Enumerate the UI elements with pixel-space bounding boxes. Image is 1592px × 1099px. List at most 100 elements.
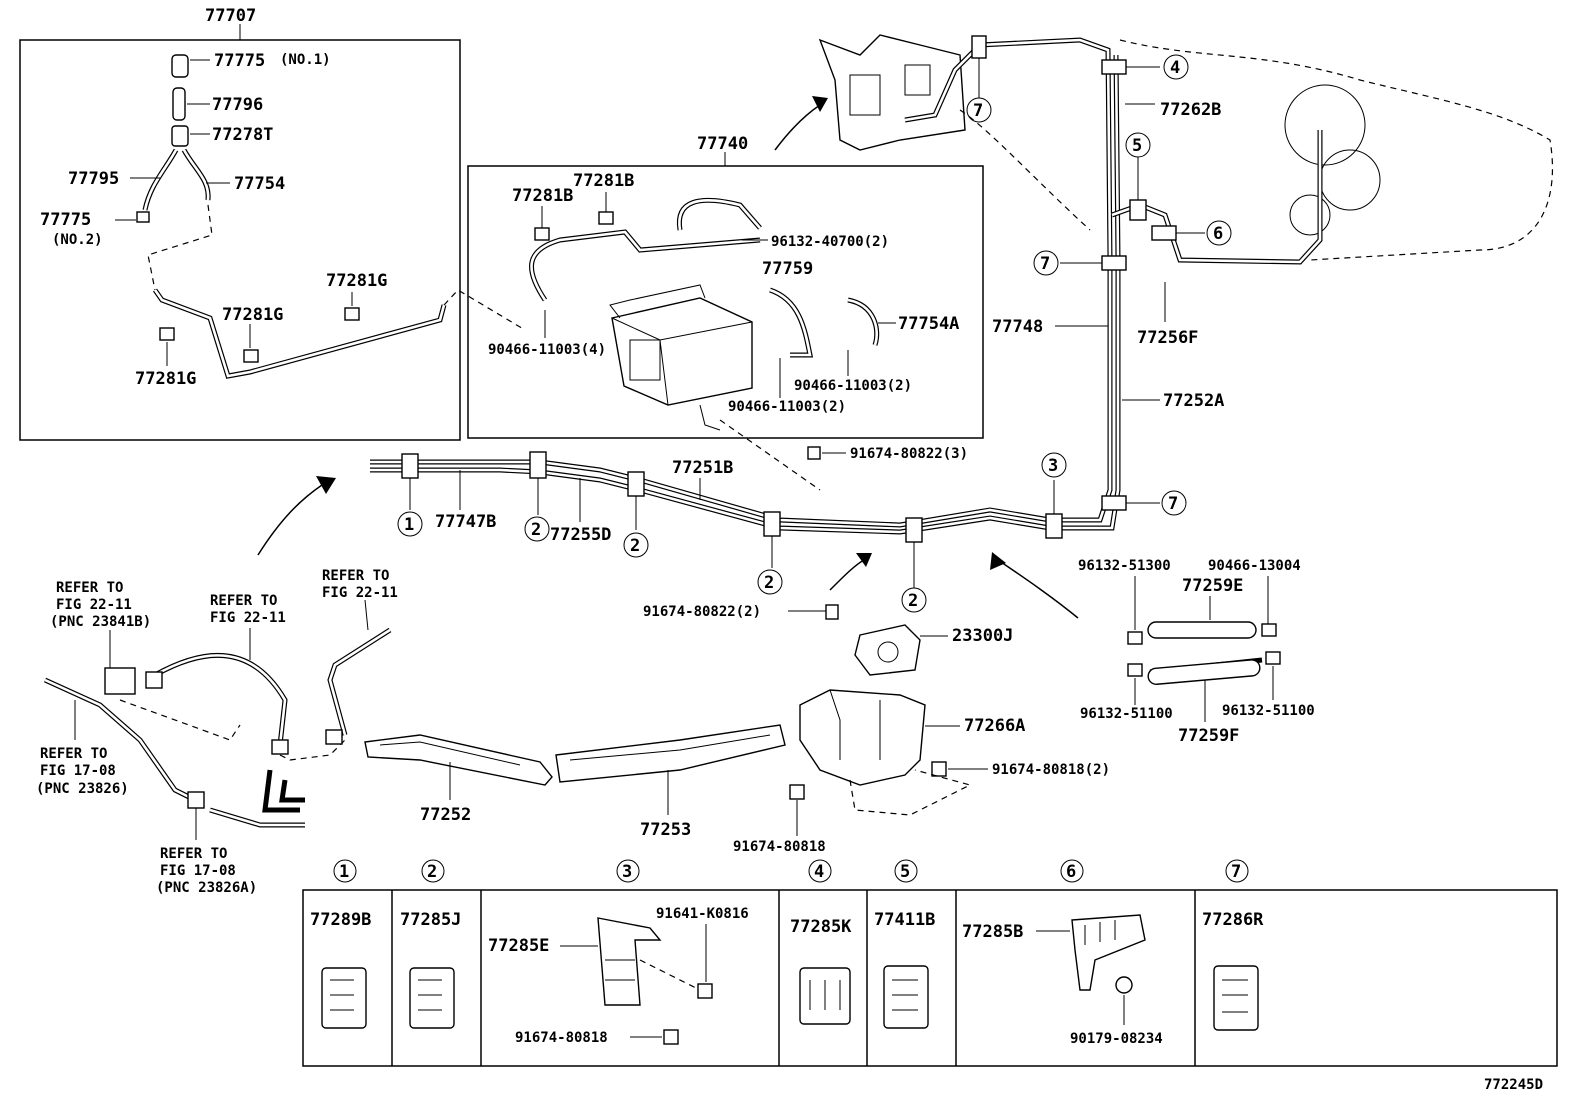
clip-77281B-a[interactable]: [534, 227, 550, 241]
clamp-5[interactable]: [1129, 199, 1147, 221]
ref1-line2[interactable]: FIG 22-11: [56, 597, 132, 613]
label-90466-11003-2a[interactable]: 90466-11003(2): [794, 378, 912, 394]
label-96132-40700[interactable]: 96132-40700(2): [771, 234, 889, 250]
bolt-91674-80818[interactable]: [789, 784, 805, 800]
label-77754A[interactable]: 77754A: [898, 314, 959, 334]
label-77259F[interactable]: 77259F: [1178, 726, 1239, 746]
clip-90466-13004[interactable]: [1261, 623, 1277, 637]
clamp-2d[interactable]: [905, 517, 923, 543]
tee-77278T[interactable]: [171, 125, 189, 147]
hose-77259F[interactable]: [1147, 659, 1261, 685]
label-77754[interactable]: 77754: [234, 174, 285, 194]
ref3-line1[interactable]: REFER TO: [322, 568, 389, 584]
label-77262B[interactable]: 77262B: [1160, 100, 1221, 120]
clamp-3[interactable]: [1045, 513, 1063, 539]
callout-7b[interactable]: 7: [1033, 250, 1059, 276]
label-23300J[interactable]: 23300J: [952, 626, 1013, 646]
callout-5[interactable]: 5: [1125, 132, 1151, 158]
clamp-2a[interactable]: [529, 451, 547, 479]
ref4-line3[interactable]: (PNC 23826): [36, 781, 129, 797]
label-91674-80818-2[interactable]: 91674-80818(2): [992, 762, 1110, 778]
clamp-7b[interactable]: [1101, 255, 1127, 271]
connector-77775-no1[interactable]: [171, 54, 189, 78]
label-77253[interactable]: 77253: [640, 820, 691, 840]
clamp-2b[interactable]: [627, 471, 645, 497]
legend-col-2[interactable]: 2 77285J: [400, 859, 461, 1029]
connector-23826A[interactable]: [187, 791, 205, 809]
ref3-line2[interactable]: FIG 22-11: [322, 585, 398, 601]
bolt-91674-80822-3[interactable]: [807, 446, 821, 460]
label-77796[interactable]: 77796: [212, 95, 263, 115]
label-77281B-b[interactable]: 77281B: [573, 171, 634, 191]
label-77775-no1[interactable]: 77775: [214, 51, 265, 71]
ref1-line3[interactable]: (PNC 23841B): [50, 614, 151, 630]
ref5-line3[interactable]: (PNC 23826A): [156, 880, 257, 896]
line-fig-22-11-b[interactable]: [327, 627, 392, 736]
connector-c[interactable]: [325, 729, 343, 745]
label-77775-no2[interactable]: 77775: [40, 210, 91, 230]
callout-1[interactable]: 1: [397, 511, 423, 537]
label-77707[interactable]: 77707: [205, 6, 256, 26]
bolt-91674-80822-2[interactable]: [825, 604, 839, 620]
label-91674-80818[interactable]: 91674-80818: [733, 839, 826, 855]
clip-96132-51100b[interactable]: [1265, 651, 1281, 665]
label-77252A[interactable]: 77252A: [1163, 391, 1224, 411]
bracket-77266A[interactable]: [799, 689, 926, 786]
legend-col-7[interactable]: 7 77286R: [1202, 859, 1264, 1031]
guard-77253[interactable]: [555, 724, 786, 783]
clip-77775-no2[interactable]: [136, 211, 150, 223]
label-77281B-a[interactable]: 77281B: [512, 186, 573, 206]
ref5-line1[interactable]: REFER TO: [160, 846, 227, 862]
label-77255D[interactable]: 77255D: [550, 525, 611, 545]
label-77252[interactable]: 77252: [420, 805, 471, 825]
clamp-7a[interactable]: [1101, 495, 1127, 511]
clip-77281B-b[interactable]: [598, 211, 614, 225]
legend-col-5[interactable]: 77411B 5: [874, 859, 935, 1029]
clamp-6[interactable]: [1151, 225, 1177, 241]
ref2-line1[interactable]: REFER TO: [210, 593, 277, 609]
label-77266A[interactable]: 77266A: [964, 716, 1025, 736]
label-77740[interactable]: 77740: [697, 134, 748, 154]
callout-7c[interactable]: 7: [966, 97, 992, 123]
clamp-4[interactable]: [1101, 59, 1127, 75]
bolt-91674-80818-2[interactable]: [931, 761, 947, 777]
hose-77796[interactable]: [172, 87, 186, 121]
callout-6[interactable]: 6: [1206, 220, 1232, 246]
label-96132-51100b[interactable]: 96132-51100: [1222, 703, 1315, 719]
callout-7a[interactable]: 7: [1161, 490, 1187, 516]
callout-2d[interactable]: 2: [901, 587, 927, 613]
callout-3[interactable]: 3: [1041, 452, 1067, 478]
clip-96132-51100a[interactable]: [1127, 663, 1143, 677]
label-91674-80822-3[interactable]: 91674-80822(3): [850, 446, 968, 462]
clip-96132-51300[interactable]: [1127, 631, 1143, 645]
callout-2b[interactable]: 2: [623, 532, 649, 558]
ref4-line1[interactable]: REFER TO: [40, 746, 107, 762]
legend-col-3[interactable]: 3 77285E 91641-K0816 91674-80818: [488, 859, 749, 1046]
connector-23841B[interactable]: [104, 667, 136, 695]
line-fig-22-11-a[interactable]: [153, 652, 288, 746]
legend-col-6[interactable]: 6 77285B 90179-08234: [962, 859, 1163, 1047]
label-96132-51100a[interactable]: 96132-51100: [1080, 706, 1173, 722]
connector-b[interactable]: [271, 739, 289, 755]
clip-77281G-c[interactable]: [159, 327, 175, 341]
connector-a[interactable]: [145, 671, 163, 689]
ref4-line2[interactable]: FIG 17-08: [40, 763, 116, 779]
label-77748[interactable]: 77748: [992, 317, 1043, 337]
label-77281G-b[interactable]: 77281G: [222, 305, 283, 325]
label-90466-11003-4[interactable]: 90466-11003(4): [488, 342, 606, 358]
clamp-1[interactable]: [401, 453, 419, 479]
clip-77281G-a[interactable]: [344, 307, 360, 321]
callout-4[interactable]: 4: [1163, 54, 1189, 80]
fuel-line-main[interactable]: [370, 37, 1113, 528]
label-90466-11003-2b[interactable]: 90466-11003(2): [728, 399, 846, 415]
callout-2c[interactable]: 2: [757, 569, 783, 595]
label-77251B[interactable]: 77251B: [672, 458, 733, 478]
callout-2a[interactable]: 2: [524, 516, 550, 542]
guard-77252[interactable]: [364, 734, 553, 786]
clamp-2c[interactable]: [763, 511, 781, 537]
label-77281G-a[interactable]: 77281G: [326, 271, 387, 291]
hose-77259E[interactable]: [1147, 621, 1257, 639]
fuel-filter-23300J[interactable]: [854, 624, 921, 676]
legend-col-1[interactable]: 1 77289B: [310, 859, 371, 1029]
ref1-line1[interactable]: REFER TO: [56, 580, 123, 596]
